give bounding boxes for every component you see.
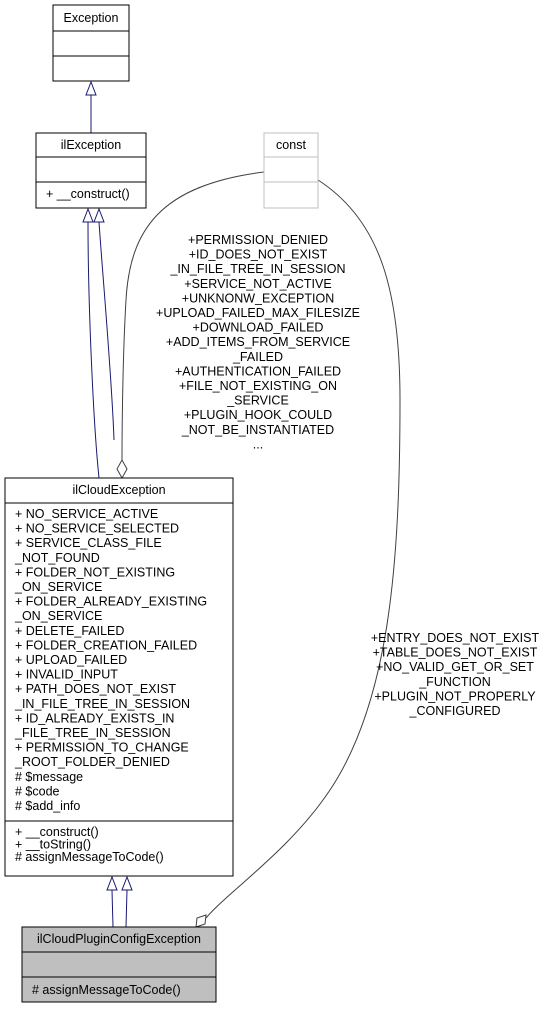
edge-label-const-ilcloudexception-line: +PERMISSION_DENIED	[188, 233, 328, 247]
edge-label-const-ilcloudexception: +PERMISSION_DENIED+ID_DOES_NOT_EXIST_IN_…	[156, 233, 360, 451]
class-ilcloudpluginconfigexception[interactable]: ilCloudPluginConfigException # assignMes…	[21, 926, 217, 1003]
edge-label-const-ilcloudexception-line: _IN_FILE_TREE_IN_SESSION	[169, 262, 345, 276]
edge-label-const-ilcloudpluginconfigexception-line: _CONFIGURED	[409, 704, 501, 718]
edge-label-const-ilcloudexception-line: +AUTHENTICATION_FAILED	[175, 364, 341, 378]
class-exception-name: Exception	[64, 11, 119, 25]
edge-label-const-ilcloudexception-line: _FAILED	[232, 350, 283, 364]
edge-label-const-ilcloudexception-line: +ID_DOES_NOT_EXIST	[189, 248, 328, 262]
class-ilcloudexception-methods: + __construct()+ __toString()# assignMes…	[15, 825, 164, 864]
class-ilcloudexception-attribute-line: + PERMISSION_TO_CHANGE	[15, 741, 189, 755]
class-ilcloudexception-attribute-line: + INVALID_INPUT	[15, 668, 118, 682]
edge-label-const-ilcloudpluginconfigexception-line: +NO_VALID_GET_OR_SET	[376, 660, 534, 674]
class-ilcloudexception-name: ilCloudException	[72, 483, 165, 497]
class-ilcloudexception-attribute-line: _IN_FILE_TREE_IN_SESSION	[14, 697, 190, 711]
class-ilcloudexception[interactable]: ilCloudException + NO_SERVICE_ACTIVE+ NO…	[4, 477, 234, 877]
usage-edge-const-ilcloudpluginconfigexception	[195, 179, 401, 928]
edge-label-const-ilcloudpluginconfigexception-line: +TABLE_DOES_NOT_EXIST	[373, 646, 538, 660]
class-ilcloudexception-attribute-line: _ROOT_FOLDER_DENIED	[14, 755, 170, 769]
class-ilcloudexception-attribute-line: + DELETE_FAILED	[15, 624, 124, 638]
class-ilcloudpluginconfigexception-name: ilCloudPluginConfigException	[37, 932, 201, 946]
class-ilcloudexception-attribute-line: _FILE_TREE_IN_SESSION	[14, 726, 171, 740]
class-exception[interactable]: Exception	[52, 4, 130, 82]
edge-label-const-ilcloudexception-line: +UPLOAD_FAILED_MAX_FILESIZE	[156, 306, 360, 320]
edge-label-const-ilcloudexception-line: +FILE_NOT_EXISTING_ON	[179, 379, 337, 393]
inheritance-edge-ilcloudexception-ilexception	[82, 207, 115, 479]
edge-label-const-ilcloudexception-line: _SERVICE	[226, 394, 289, 408]
edge-label-const-ilcloudpluginconfigexception-line: +PLUGIN_NOT_PROPERLY	[374, 689, 536, 703]
class-ilcloudexception-attribute-line: _ON_SERVICE	[14, 609, 102, 623]
class-ilcloudexception-method-line: + __construct()	[15, 825, 99, 839]
edge-label-const-ilcloudexception-line: +PLUGIN_HOOK_COULD	[184, 408, 332, 422]
class-ilcloudexception-attribute-line: _ON_SERVICE	[14, 580, 102, 594]
class-ilcloudexception-attribute-line: _NOT_FOUND	[14, 551, 100, 565]
class-ilcloudexception-attribute-line: + UPLOAD_FAILED	[15, 653, 127, 667]
class-ilcloudexception-attribute-line: + FOLDER_NOT_EXISTING	[15, 565, 175, 579]
class-const-name: const	[276, 138, 306, 152]
class-ilcloudexception-attribute-line: + FOLDER_ALREADY_EXISTING	[15, 595, 207, 609]
class-ilcloudexception-attribute-line: + NO_SERVICE_ACTIVE	[15, 507, 158, 521]
class-ilcloudexception-attribute-line: # $code	[15, 784, 60, 798]
class-ilcloudexception-attribute-line: + FOLDER_CREATION_FAILED	[15, 638, 197, 652]
class-ilcloudexception-attribute-line: + PATH_DOES_NOT_EXIST	[15, 682, 176, 696]
edge-label-const-ilcloudexception-line: ...	[253, 437, 263, 451]
edge-label-const-ilcloudpluginconfigexception: +ENTRY_DOES_NOT_EXIST+TABLE_DOES_NOT_EXI…	[371, 631, 540, 718]
class-ilcloudexception-method-line: # assignMessageToCode()	[15, 850, 164, 864]
edge-label-const-ilcloudexception-line: +SERVICE_NOT_ACTIVE	[184, 277, 331, 291]
edge-label-const-ilcloudexception-line: +UNKNONW_EXCEPTION	[182, 291, 334, 305]
class-ilcloudexception-method-line: + __toString()	[15, 838, 91, 852]
class-ilcloudexception-attribute-line: + SERVICE_CLASS_FILE	[15, 536, 162, 550]
class-ilcloudpluginconfigexception-method: # assignMessageToCode()	[32, 983, 181, 997]
class-ilcloudexception-attribute-line: + NO_SERVICE_SELECTED	[15, 522, 179, 536]
class-ilexception[interactable]: ilException + __construct()	[35, 132, 147, 209]
class-ilcloudexception-attribute-line: # $add_info	[15, 799, 80, 813]
inheritance-edge-ilcloudpluginconfigexception-ilcloudexception	[106, 875, 133, 928]
edge-label-const-ilcloudpluginconfigexception-line: +ENTRY_DOES_NOT_EXIST	[371, 631, 540, 645]
class-ilcloudexception-attribute-line: + ID_ALREADY_EXISTS_IN	[15, 711, 174, 725]
usage-edge-const-ilcloudexception	[116, 171, 265, 480]
edge-label-const-ilcloudexception-line: _NOT_BE_INSTANTIATED	[181, 423, 334, 437]
class-ilexception-name: ilException	[61, 138, 121, 152]
class-ilexception-method: + __construct()	[46, 187, 130, 201]
class-ilcloudexception-attribute-line: # $message	[15, 770, 83, 784]
edge-label-const-ilcloudexception-line: +DOWNLOAD_FAILED	[193, 321, 324, 335]
inheritance-edge-ilexception-exception	[85, 80, 97, 133]
class-const[interactable]: const	[263, 132, 319, 209]
edge-label-const-ilcloudpluginconfigexception-line: _FUNCTION	[418, 675, 491, 689]
class-ilcloudexception-attributes: + NO_SERVICE_ACTIVE+ NO_SERVICE_SELECTED…	[14, 507, 207, 813]
edge-label-const-ilcloudexception-line: +ADD_ITEMS_FROM_SERVICE	[166, 335, 350, 349]
